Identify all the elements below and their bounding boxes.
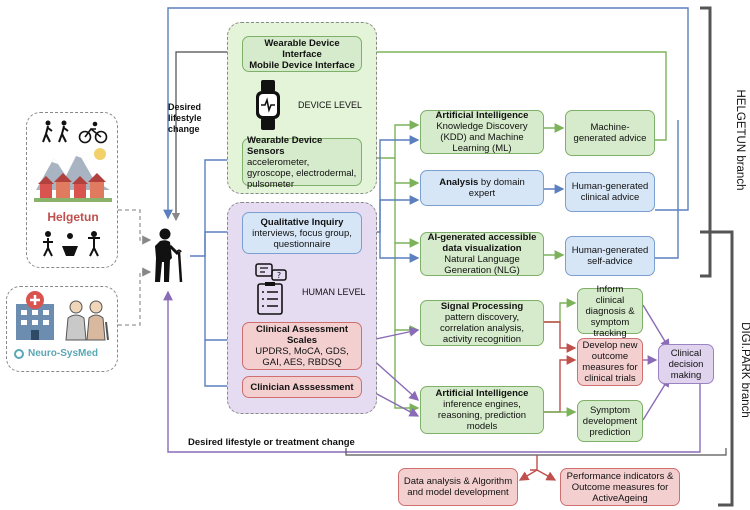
helgetun-label: Helgetun — [47, 210, 99, 224]
wearable-sensors-box: Wearable Device Sensors accelerometer, g… — [242, 134, 362, 190]
ai-inference-box: Artificial Intelligence inference engine… — [420, 386, 544, 434]
questionnaire-icon: ? — [255, 263, 287, 315]
performance: Performance indicators & Outcome measure… — [566, 470, 674, 504]
human-self-advice-box: Human-generated self-advice — [565, 236, 655, 276]
smartwatch-icon — [256, 80, 280, 130]
device-level-label: DEVICE LEVEL — [298, 100, 363, 110]
symptom: Symptom development prediction — [582, 404, 638, 438]
machine-advice-box: Machine-generated advice — [565, 110, 655, 156]
bicycle-icon — [78, 121, 108, 144]
qualitative-title: Qualitative Inquiry — [260, 216, 344, 228]
develop-measures-box: Develop new outcome measures for clinica… — [577, 338, 643, 386]
digipark-branch-label: DIGI.PARK branch — [739, 322, 750, 418]
analysis-rest: by domain expert — [468, 177, 525, 199]
inform-diagnosis-box: Inform clinical diagnosis & symptom trac… — [577, 284, 643, 339]
helgetun-region — [26, 112, 118, 268]
hospital-icon — [16, 291, 54, 340]
ai2-title: Artificial Intelligence — [435, 388, 529, 399]
neurosysmed-logo-icon — [14, 349, 24, 359]
human-level-label: HUMAN LEVEL — [302, 287, 366, 297]
ai2-desc: inference engines, reasoning, prediction… — [437, 399, 527, 432]
clinician-assessment-box: Clinician Asssessment — [242, 376, 362, 398]
analysis-box: Analysis by domain expert — [420, 170, 544, 206]
performance-indicators-box: Performance indicators & Outcome measure… — [560, 468, 680, 506]
data-analysis-box: Data analysis & Algorithm and model deve… — [398, 468, 518, 506]
clinician-title: Clinician Asssessment — [250, 381, 354, 393]
signal-desc: pattern discovery, correlation analysis,… — [440, 312, 524, 345]
nlg-box: AI-generated accessible data visualizati… — [420, 232, 544, 276]
wearable-interface-box: Wearable Device Interface Mobile Device … — [242, 36, 362, 72]
elderly-couple-icon — [65, 300, 109, 341]
human-clinical: Human-generated clinical advice — [571, 181, 649, 203]
symptom-prediction-box: Symptom development prediction — [577, 400, 643, 442]
signal-title: Signal Processing — [440, 301, 524, 312]
ai1-title: Artificial Intelligence — [435, 110, 529, 121]
scales-title: Clinical Assessment Scales — [255, 324, 349, 346]
ai1-desc: Knowledge Discovery (KDD) and Machine Le… — [436, 121, 528, 154]
neurosysmed-label: Neuro-SysMed — [28, 348, 99, 359]
ai-kdd-box: Artificial Intelligence Knowledge Discov… — [420, 110, 544, 154]
decision: Clinical decision making — [668, 347, 704, 381]
clinical-scales-box: Clinical Assessment Scales UPDRS, MoCA, … — [242, 322, 362, 370]
sensors-desc: accelerometer, gyroscope, electrodermal,… — [247, 156, 357, 190]
neurosysmed-region — [6, 286, 118, 372]
human-self: Human-generated self-advice — [571, 245, 649, 267]
elderly-person-icon — [155, 228, 183, 283]
helgetun-branch-label: HELGETUN branch — [734, 89, 746, 191]
scales-desc: UPDRS, MoCA, GDS, GAI, AES, RBDSQ — [255, 346, 349, 368]
desired-lifestyle-change-label: Desired lifestyle change — [168, 102, 202, 134]
inform: Inform clinical diagnosis & symptom trac… — [585, 283, 635, 339]
nlg-desc: Natural Language Generation (NLG) — [444, 254, 520, 276]
nlg-title: AI-generated accessible data visualizati… — [427, 232, 537, 254]
desired-lifestyle-treatment-label: Desired lifestyle or treatment change — [188, 437, 355, 448]
qualitative-inquiry-box: Qualitative Inquiry interviews, focus gr… — [242, 212, 362, 254]
qualitative-desc: interviews, focus group, questionnaire — [252, 227, 352, 250]
human-clinical-advice-box: Human-generated clinical advice — [565, 172, 655, 212]
svg-text:?: ? — [277, 271, 281, 280]
interface-line2: Mobile Device Interface — [249, 59, 355, 71]
signal-processing-box: Signal Processing pattern discovery, cor… — [420, 300, 544, 346]
interface-line1: Wearable Device Interface — [264, 37, 340, 60]
machine-advice: Machine-generated advice — [573, 122, 647, 144]
clinical-decision-box: Clinical decision making — [658, 344, 714, 384]
sensors-title: Wearable Device Sensors — [247, 134, 323, 157]
hiking-icon — [42, 120, 69, 143]
data-analysis: Data analysis & Algorithm and model deve… — [403, 476, 513, 498]
develop: Develop new outcome measures for clinica… — [582, 340, 638, 384]
analysis-text: Analysis by domain expert — [425, 177, 539, 199]
helgetun-village-icon — [34, 148, 112, 202]
analysis-bold: Analysis — [439, 177, 479, 188]
activities-icon — [43, 231, 100, 257]
